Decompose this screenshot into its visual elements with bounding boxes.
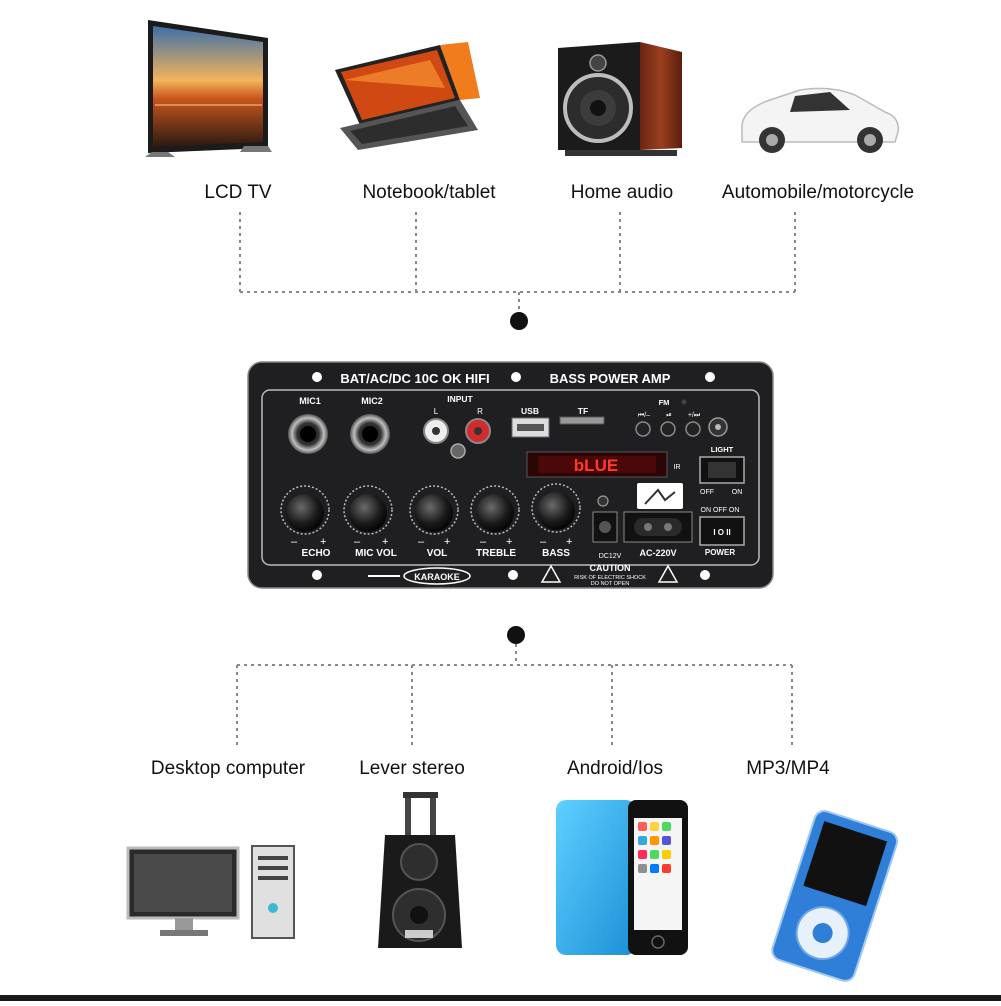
bottom-connector-dot bbox=[507, 626, 525, 644]
power-switch-positions: ON OFF ON bbox=[701, 507, 740, 514]
mount-hole bbox=[511, 372, 521, 382]
mount-hole bbox=[312, 372, 322, 382]
mic-vol-minus: – bbox=[354, 536, 361, 548]
warning-icon bbox=[657, 564, 679, 583]
mic-vol-plus: + bbox=[382, 536, 388, 548]
device-label-android-ios: Android/Ios bbox=[566, 758, 664, 779]
mount-hole bbox=[312, 570, 322, 580]
bottom-border bbox=[0, 995, 1001, 1001]
next-button[interactable] bbox=[685, 421, 701, 437]
speaker-icon bbox=[558, 42, 682, 156]
notebook-icon bbox=[335, 42, 480, 150]
mic-vol-knob[interactable] bbox=[349, 494, 387, 532]
device-label-home-audio: Home audio bbox=[570, 182, 674, 203]
play-pause-button[interactable] bbox=[660, 421, 676, 437]
device-label-automobile: Automobile/motorcycle bbox=[721, 182, 915, 203]
car-icon bbox=[741, 87, 899, 153]
light-on-label: ON bbox=[732, 489, 743, 496]
treble-label: TREBLE bbox=[476, 548, 516, 559]
power-label: POWER bbox=[705, 548, 735, 557]
amplifier-board: BAT/AC/DC 10C OK HIFI BASS POWER AMP MIC… bbox=[247, 361, 774, 589]
bass-knob[interactable] bbox=[537, 492, 575, 530]
mic2-label: MIC2 bbox=[361, 396, 383, 406]
mp3-player-icon bbox=[771, 810, 899, 982]
vol-minus: – bbox=[418, 536, 425, 548]
caution-line2: DO NOT OPEN bbox=[591, 581, 629, 587]
bass-minus: – bbox=[540, 536, 547, 548]
echo-plus: + bbox=[320, 536, 326, 548]
prev-button[interactable] bbox=[635, 421, 651, 437]
mic1-label: MIC1 bbox=[299, 396, 321, 406]
knob-row bbox=[280, 483, 581, 535]
next-label: +/⏭ bbox=[688, 412, 701, 419]
tf-label: TF bbox=[578, 406, 588, 416]
device-label-lever-stereo: Lever stereo bbox=[359, 758, 465, 779]
device-label-desktop: Desktop computer bbox=[150, 758, 306, 779]
bass-plus: + bbox=[566, 536, 572, 548]
input-r-label: R bbox=[477, 407, 483, 416]
bass-label: BASS bbox=[542, 548, 570, 559]
board-title-left: BAT/AC/DC 10C OK HIFI bbox=[340, 371, 489, 386]
top-connector-dot bbox=[510, 312, 528, 330]
caution-label: CAUTION bbox=[590, 563, 631, 573]
mount-hole bbox=[508, 570, 518, 580]
vol-label: VOL bbox=[427, 548, 448, 559]
play-label: ⏯ bbox=[666, 412, 672, 419]
phone-icon bbox=[556, 800, 688, 955]
mic-vol-label: MIC VOL bbox=[355, 548, 397, 559]
lcd-tv-icon bbox=[145, 20, 272, 157]
caution-line1: RISK OF ELECTRIC SHOCK bbox=[574, 575, 646, 581]
treble-knob[interactable] bbox=[476, 494, 514, 532]
bottom-connector-lines bbox=[236, 644, 793, 748]
dc-label: DC12V bbox=[599, 553, 622, 560]
battery-icon bbox=[637, 483, 683, 509]
desktop-icon bbox=[126, 845, 295, 939]
warning-icon bbox=[540, 564, 562, 583]
echo-knob[interactable] bbox=[286, 494, 324, 532]
power-switch[interactable] bbox=[699, 516, 745, 546]
device-label-lcd-tv: LCD TV bbox=[204, 182, 272, 203]
echo-label: ECHO bbox=[302, 548, 331, 559]
mount-hole bbox=[705, 372, 715, 382]
power-switch-marks: I O II bbox=[713, 528, 730, 537]
input-label: INPUT bbox=[447, 394, 473, 404]
treble-plus: + bbox=[506, 536, 512, 548]
screw-icon bbox=[450, 443, 466, 459]
device-label-notebook: Notebook/tablet bbox=[362, 182, 496, 203]
echo-minus: – bbox=[291, 536, 298, 548]
light-off-label: OFF bbox=[700, 489, 714, 496]
device-label-mp3: MP3/MP4 bbox=[746, 758, 830, 779]
display-text: bLUE bbox=[574, 456, 618, 475]
fm-label: FM bbox=[659, 398, 670, 407]
vol-plus: + bbox=[444, 536, 450, 548]
karaoke-badge bbox=[403, 567, 471, 585]
mount-hole bbox=[700, 570, 710, 580]
vol-knob[interactable] bbox=[415, 494, 453, 532]
treble-minus: – bbox=[480, 536, 487, 548]
tf-card-slot[interactable] bbox=[559, 416, 605, 425]
input-l-label: L bbox=[434, 407, 439, 416]
ir-label: IR bbox=[674, 464, 681, 471]
usb-label: USB bbox=[521, 406, 539, 416]
ac-label: AC-220V bbox=[639, 548, 676, 558]
light-label: LIGHT bbox=[711, 445, 734, 454]
dc-jack[interactable] bbox=[592, 511, 618, 543]
trolley-speaker-icon bbox=[378, 792, 462, 948]
karaoke-label: KARAOKE bbox=[414, 572, 460, 582]
prev-label: ⏮/– bbox=[638, 412, 650, 419]
board-title-right: BASS POWER AMP bbox=[550, 371, 671, 386]
top-connector-lines bbox=[239, 212, 796, 316]
